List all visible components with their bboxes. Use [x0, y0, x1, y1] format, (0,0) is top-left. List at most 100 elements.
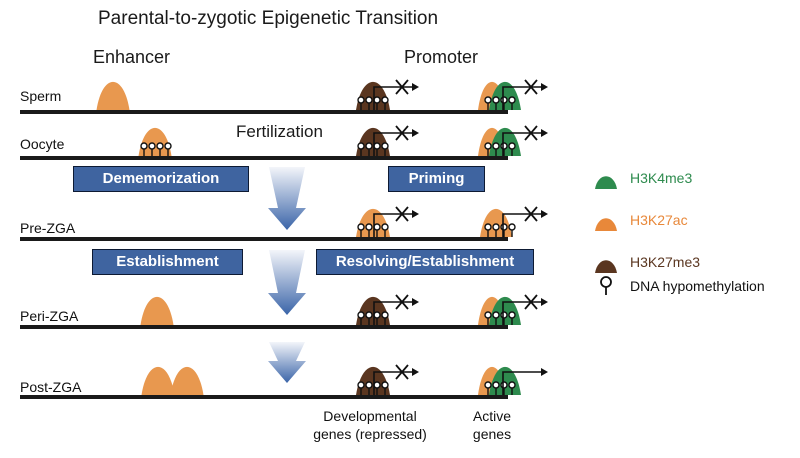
dna-hypomethylation-icon	[492, 381, 500, 389]
legend-label-h3k27ac: H3K27ac	[630, 212, 688, 228]
establishment-box: Establishment	[92, 249, 243, 275]
dna-hypomethylation-icon	[156, 142, 164, 150]
dna-hypomethylation-icon	[508, 381, 516, 389]
blocked-cross-icon	[395, 364, 409, 380]
dna-hypomethylation-icon	[381, 142, 389, 150]
dememorization-box: Dememorization	[73, 166, 249, 192]
transition-arrow-icon	[268, 342, 306, 383]
transcription-start-line	[373, 301, 412, 325]
stage-group-oocyte	[138, 125, 548, 156]
dna-hypomethylation-icon	[484, 381, 492, 389]
dna-hypomethylation-icon	[365, 223, 373, 231]
dna-hypomethylation-icon	[500, 223, 508, 231]
priming-box: Priming	[388, 166, 485, 192]
dna-hypomethylation-icon	[373, 381, 381, 389]
dna-hypomethylation-icon	[492, 142, 500, 150]
blocked-cross-icon	[395, 79, 409, 95]
dna-hypomethylation-icon	[500, 142, 508, 150]
dna-hypomethylation-icon	[508, 311, 516, 319]
dna-hypomethylation-icon	[508, 142, 516, 150]
blocked-cross-icon	[395, 125, 409, 141]
enhancer-peak-h3k27ac	[96, 81, 130, 110]
dna-hypomethylation-icon	[484, 96, 492, 104]
stage-group-post-zga	[141, 364, 548, 395]
dna-hypomethylation-icon	[357, 311, 365, 319]
transcription-arrowhead-icon	[412, 368, 419, 376]
transcription-arrowhead-icon	[412, 298, 419, 306]
figure-title: Parental-to-zygotic Epigenetic Transitio…	[98, 8, 439, 29]
resolving-establishment-box: Resolving/Establishment	[316, 249, 534, 275]
dna-hypomethylation-icon	[365, 311, 373, 319]
lollipop-icon	[600, 276, 612, 295]
blocked-cross-icon	[395, 206, 409, 222]
transcription-start-line	[502, 132, 541, 156]
transcription-start-line	[373, 213, 412, 237]
blocked-cross-icon	[524, 294, 538, 310]
promoter-heading: Promoter	[404, 47, 479, 67]
caption-active-line2: genes	[472, 426, 512, 442]
dna-hypomethylation-icon	[500, 381, 508, 389]
legend-label-h3k27me3: H3K27me3	[630, 254, 701, 270]
transcription-arrowhead-icon	[541, 298, 548, 306]
fertilization-label: Fertilization	[236, 122, 323, 141]
transcription-start-line	[502, 213, 541, 237]
dna-hypomethylation-icon	[365, 381, 373, 389]
caption-developmental-genes: Developmental genes (repressed)	[300, 407, 440, 443]
blocked-cross-icon	[524, 206, 538, 222]
chromatin-baseline	[20, 325, 508, 329]
dna-hypomethylation-icon	[484, 311, 492, 319]
dna-hypomethylation-icon	[148, 142, 156, 150]
dna-hypomethylation-icon	[357, 381, 365, 389]
dev-promoter-peak-h3k27me3	[356, 366, 390, 395]
transcription-arrowhead-icon	[541, 210, 548, 218]
transcription-arrowhead-icon	[412, 210, 419, 218]
caption-active-genes: Active genes	[462, 407, 522, 443]
chromatin-baseline	[20, 110, 508, 114]
dna-hypomethylation-icon	[373, 96, 381, 104]
caption-active-line1: Active	[472, 408, 512, 424]
enhancer-peak-h3k27ac	[170, 366, 204, 395]
dna-hypomethylation-icon	[492, 223, 500, 231]
dna-hypomethylation-icon	[381, 96, 389, 104]
row-label-sperm: Sperm	[20, 88, 62, 104]
dna-hypomethylation-icon	[357, 142, 365, 150]
row-label-post-zga: Post-ZGA	[20, 379, 82, 395]
dna-hypomethylation-icon	[508, 223, 516, 231]
dna-hypomethylation-icon	[492, 96, 500, 104]
dev-promoter-peak-h3k27me3	[356, 81, 390, 110]
transcription-start-line	[502, 371, 541, 395]
transcription-start-line	[373, 86, 412, 110]
dna-hypomethylation-icon	[373, 223, 381, 231]
transition-arrow-icon	[268, 167, 306, 230]
dna-hypomethylation-icon	[508, 96, 516, 104]
dna-hypomethylation-icon	[365, 96, 373, 104]
orange-peak-icon	[595, 218, 617, 231]
transcription-arrowhead-icon	[541, 129, 548, 137]
legend-label-h3k4me3: H3K4me3	[630, 170, 693, 186]
transcription-start-line	[373, 371, 412, 395]
dna-hypomethylation-icon	[140, 142, 148, 150]
blocked-cross-icon	[524, 79, 538, 95]
green-peak-icon	[595, 176, 617, 189]
enhancer-peak-h3k27ac	[140, 296, 174, 325]
transcription-arrowhead-icon	[412, 83, 419, 91]
transcription-start-line	[373, 132, 412, 156]
dna-hypomethylation-icon	[500, 311, 508, 319]
dev-promoter-peak-h3k27ac	[356, 208, 390, 237]
dev-promoter-peak-h3k27me3	[356, 296, 390, 325]
dna-hypomethylation-icon	[164, 142, 172, 150]
transcription-arrowhead-icon	[541, 368, 548, 376]
row-label-oocyte: Oocyte	[20, 136, 65, 152]
dna-hypomethylation-icon	[381, 381, 389, 389]
dna-hypomethylation-icon	[484, 223, 492, 231]
row-label-pre-zga: Pre-ZGA	[20, 220, 76, 236]
transcription-start-line	[502, 301, 541, 325]
caption-developmental-line1: Developmental	[323, 408, 417, 424]
stage-group-pre-zga	[356, 206, 548, 237]
stage-group-sperm	[96, 79, 548, 110]
row-label-peri-zga: Peri-ZGA	[20, 308, 79, 324]
stage-group-peri-zga	[140, 294, 548, 325]
enhancer-heading: Enhancer	[93, 47, 171, 67]
transition-arrow-icon	[268, 250, 306, 315]
